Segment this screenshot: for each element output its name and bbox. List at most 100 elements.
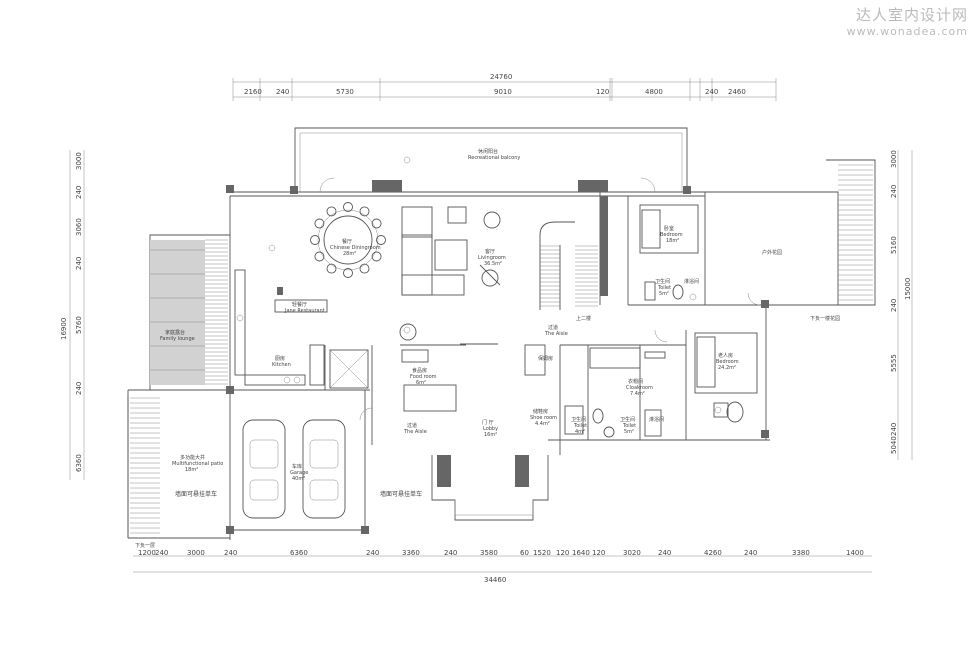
label-shoe-cn: 储鞋房: [533, 408, 548, 415]
label-aisle2-en: The Aisle: [403, 429, 427, 435]
stairs: [127, 164, 873, 538]
watermark-url: www.wonadea.com: [846, 25, 968, 38]
dim-top-1: 240: [276, 88, 289, 96]
dim-bottom-16: 4260: [704, 549, 722, 557]
label-dining-area: 28m²: [343, 251, 356, 257]
dim-right-3: 240: [890, 299, 898, 312]
label-down-b1: 下负一层: [135, 542, 155, 549]
dim-right-6: 5040: [890, 436, 898, 454]
dim-left-6: 6360: [75, 454, 83, 472]
label-lobby-cn: 门 厅: [482, 419, 494, 426]
dining-chair: [371, 218, 382, 229]
dim-bottom-10: 1520: [533, 549, 551, 557]
dim-bottom-total: 34460: [484, 576, 506, 584]
label-bath2-area: 4m²: [575, 429, 585, 435]
dim-left-4: 5760: [75, 316, 83, 334]
dim-top-0: 2160: [244, 88, 262, 96]
label-garage-cn: 车库: [292, 463, 302, 470]
dining-chair: [314, 251, 325, 262]
label-kitchen-en: Kitchen: [272, 362, 291, 368]
label-family-cn: 家庭露台: [165, 329, 185, 336]
dim-bottom-8: 3580: [480, 549, 498, 557]
label-maid-cn: 保姆房: [538, 355, 553, 362]
dim-left-0: 3000: [75, 152, 83, 170]
dim-left-total: 16900: [60, 318, 68, 340]
label-living-cn: 客厅: [485, 248, 495, 255]
dim-left-3: 240: [75, 257, 83, 270]
label-shoe-en: Shoe room: [530, 415, 557, 421]
dim-right-total: 15000: [904, 278, 912, 300]
dim-left-2: 3060: [75, 218, 83, 236]
dim-right-4: 5555: [890, 354, 898, 372]
dining-chair: [359, 206, 370, 217]
dim-top-4: 120: [596, 88, 609, 96]
dim-bottom-5: 240: [366, 549, 379, 557]
label-family-en: Family lounge: [160, 336, 195, 342]
dim-bottom-4: 6360: [290, 549, 308, 557]
label-elder-area: 24.2m²: [718, 365, 736, 371]
label-bath1-en: Toilet: [657, 285, 671, 291]
label-aisle2-cn: 过道: [407, 422, 417, 429]
dim-bottom-0: 1200: [138, 549, 156, 557]
dining-chair: [326, 206, 337, 217]
label-light-en: Jane Restaurant: [284, 308, 325, 314]
label-up2: 上二楼: [576, 315, 591, 322]
label-kitchen-cn: 厨房: [275, 355, 285, 362]
dining-chair: [343, 268, 353, 278]
dim-top-total: 24760: [490, 73, 512, 81]
dim-top-3: 9010: [494, 88, 512, 96]
label-balcony-cn: 休闲阳台: [478, 148, 498, 155]
label-living-area: 36.5m²: [484, 261, 502, 267]
dim-bottom-15: 240: [658, 549, 671, 557]
dining-chair: [376, 235, 386, 245]
dim-bottom-1: 240: [155, 549, 168, 557]
label-garden-cn: 户外花园: [762, 249, 782, 256]
dim-bottom-11: 120: [556, 549, 569, 557]
label-lobby-en: Lobby: [483, 426, 498, 432]
label-down-b1-garden: 下负一楼花园: [810, 315, 840, 322]
dining-chair: [371, 251, 382, 262]
label-bath1-sub: 淋浴间: [684, 278, 699, 285]
label-wall-bike-1: 墙面可悬挂单车: [175, 490, 217, 498]
dining-chair: [326, 263, 337, 274]
label-food-en: Food room: [410, 374, 437, 380]
label-bedroom-en: Bedroom: [660, 232, 683, 238]
label-light-cn: 轻餐厅: [292, 301, 307, 308]
right-dimensions: 15000 3000 240 5160 240 5555 240 5040: [890, 150, 913, 460]
dim-top-7: 2460: [728, 88, 746, 96]
dim-bottom-17: 240: [744, 549, 757, 557]
label-garage-area: 40m²: [292, 476, 305, 482]
dim-bottom-12: 1640: [572, 549, 590, 557]
label-multi-en: Multifunctional patio: [172, 461, 223, 467]
label-multi-cn: 多功能大井: [180, 454, 205, 461]
label-garage-en: Garage: [290, 470, 308, 476]
dim-bottom-6: 3360: [402, 549, 420, 557]
dining-chair: [343, 202, 353, 212]
label-elder-en: Bedroom: [716, 359, 739, 365]
label-bedroom-cn: 卧室: [664, 225, 674, 232]
doors: [319, 177, 761, 421]
furniture: [234, 156, 758, 519]
dim-top-5: 4800: [645, 88, 663, 96]
label-bath3-en: Toilet: [622, 423, 636, 429]
label-elder-cn: 老人房: [718, 352, 733, 359]
label-bath2-cn: 卫生间: [571, 416, 586, 423]
label-cloak-en: Cloakroom: [626, 385, 653, 391]
dim-left-1: 240: [75, 186, 83, 199]
label-wall-bike-2: 墙面可悬挂单车: [380, 490, 422, 498]
dim-right-0: 3000: [890, 150, 898, 168]
car-left: [242, 419, 286, 519]
watermark-title: 达人室内设计网: [855, 6, 968, 24]
dim-right-5: 240: [890, 423, 898, 436]
label-food-cn: 食品房: [412, 367, 427, 374]
label-bedroom-area: 18m²: [666, 238, 679, 244]
watermark: 达人室内设计网 www.wonadea.com: [847, 4, 968, 38]
dim-bottom-2: 3000: [187, 549, 205, 557]
label-aisle-cn: 过道: [548, 324, 558, 331]
label-lobby-area: 16m²: [484, 432, 497, 438]
columns: [226, 180, 769, 534]
dining-chair: [359, 263, 370, 274]
label-bath3-sub: 淋浴间: [649, 416, 664, 423]
room-labels: 休闲阳台 Recreational balcony 餐厅 Chinese Din…: [135, 148, 840, 549]
